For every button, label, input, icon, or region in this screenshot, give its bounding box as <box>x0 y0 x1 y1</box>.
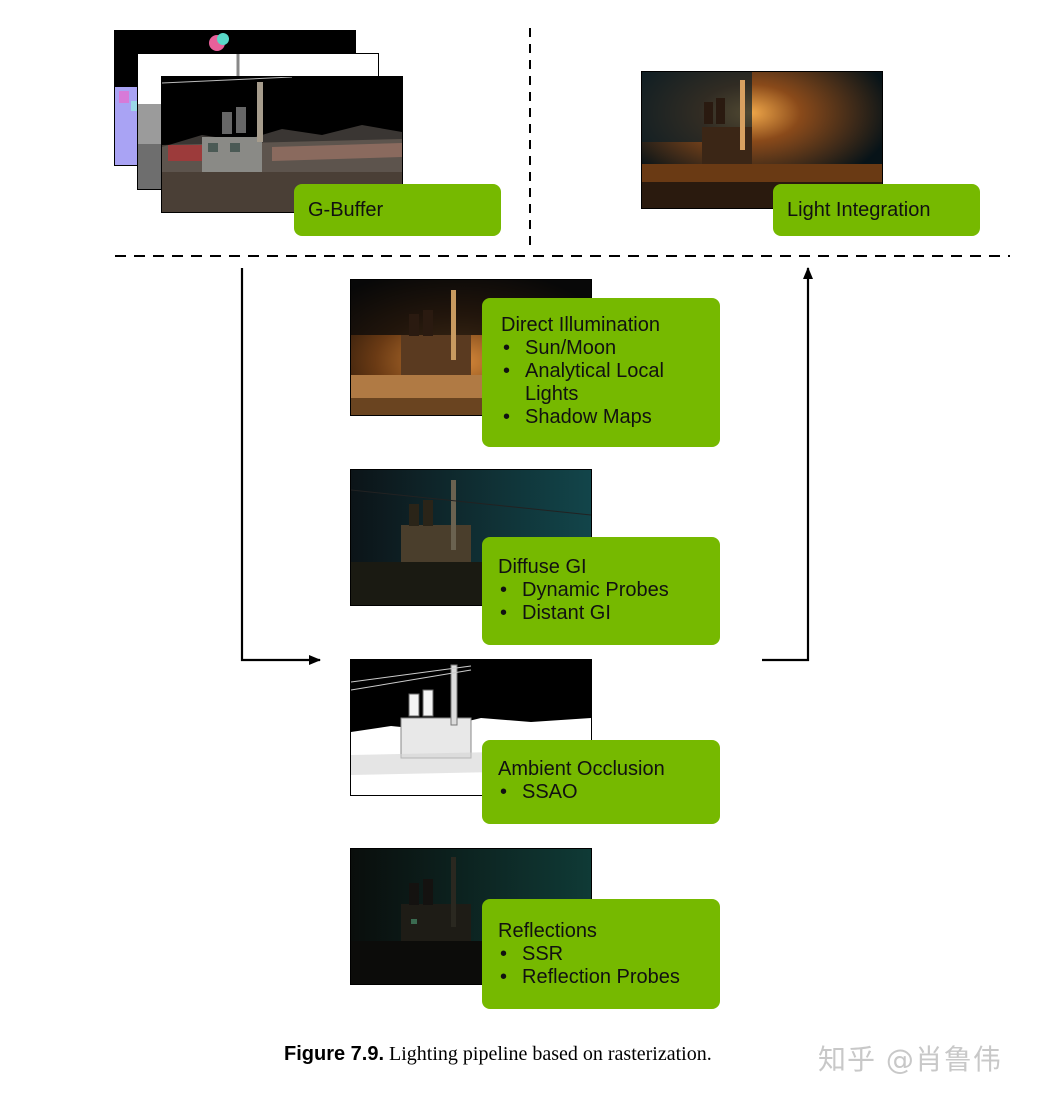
pass-item: SSAO <box>498 781 710 804</box>
pass-item: Analytical Local Lights <box>501 360 710 406</box>
figure-caption: Figure 7.9. Lighting pipeline based on r… <box>284 1043 712 1066</box>
pass-item: SSR <box>498 943 710 966</box>
pass-title: Diffuse GI <box>498 556 587 578</box>
pass-box-reflections: Reflections SSR Reflection Probes <box>482 899 720 1009</box>
pass-title: Reflections <box>498 920 597 942</box>
output-arrow <box>762 267 813 662</box>
pass-title: Ambient Occlusion <box>498 758 665 780</box>
input-arrow <box>240 268 321 665</box>
pass-item: Sun/Moon <box>501 337 710 360</box>
pass-box-direct-illumination: Direct Illumination Sun/Moon Analytical … <box>482 298 720 447</box>
figure-label: Figure 7.9. <box>284 1043 385 1065</box>
light-integration-label: Light Integration <box>787 199 931 221</box>
pass-title: Direct Illumination <box>501 314 660 336</box>
figure-caption-text: Lighting pipeline based on rasterization… <box>389 1043 712 1065</box>
watermark: 知乎 @肖鲁伟 <box>818 1043 1002 1076</box>
gbuffer-label-box: G-Buffer <box>294 184 501 236</box>
pass-item: Reflection Probes <box>498 966 710 989</box>
pass-item: Shadow Maps <box>501 406 710 429</box>
pass-box-ambient-occlusion: Ambient Occlusion SSAO <box>482 740 720 824</box>
gbuffer-label: G-Buffer <box>308 199 384 221</box>
light-integration-label-box: Light Integration <box>773 184 980 236</box>
pass-item: Dynamic Probes <box>498 579 710 602</box>
pass-box-diffuse-gi: Diffuse GI Dynamic Probes Distant GI <box>482 537 720 645</box>
pass-item: Distant GI <box>498 602 710 625</box>
